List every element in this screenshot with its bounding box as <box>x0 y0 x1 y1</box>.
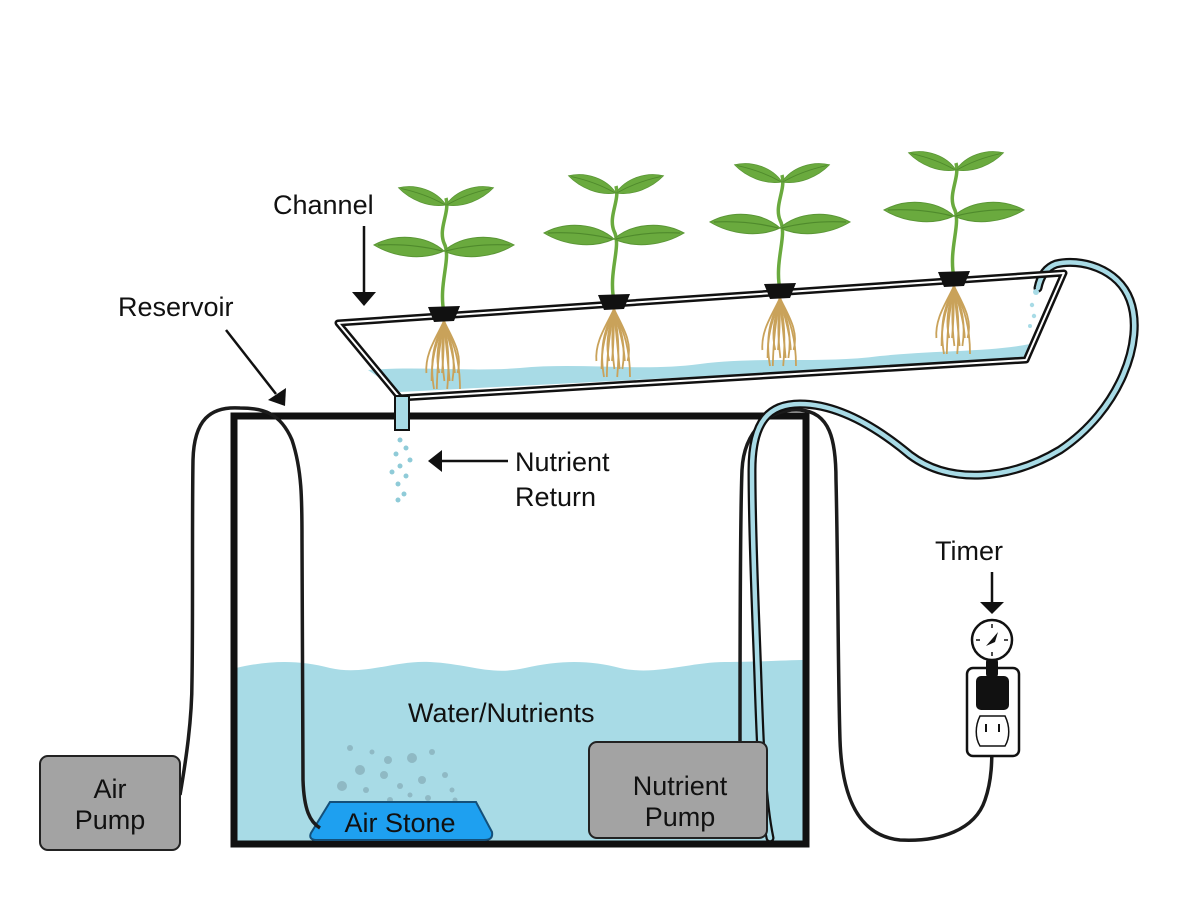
plant-leaf <box>709 213 781 235</box>
nutrient-return-label-line1: Nutrient <box>515 447 610 477</box>
air-pump-label-line1: Air <box>94 774 127 804</box>
channel-water <box>368 344 1030 392</box>
water-nutrients-label: Water/Nutrients <box>408 698 595 728</box>
nutrient-return-label-line2: Return <box>515 482 596 512</box>
net-pot-icon <box>428 306 460 322</box>
return-drips <box>389 437 413 503</box>
plant <box>543 169 685 378</box>
plant <box>373 181 515 390</box>
plant-leaf <box>883 201 955 223</box>
plant-leaf <box>953 146 1007 175</box>
reservoir-tank <box>230 412 810 848</box>
plant-leaf <box>613 224 685 246</box>
outlet-socket-icon <box>975 715 1010 747</box>
plant <box>709 158 851 367</box>
air-stone: Air Stone <box>309 801 494 841</box>
plant-leaf <box>443 236 515 258</box>
nutrient-pump-label-line1: Nutrient <box>633 771 728 801</box>
plant-leaf <box>395 181 449 210</box>
plant-stem <box>776 174 785 291</box>
nutrient-pump: Nutrient Pump <box>588 741 768 839</box>
pump-power-cord <box>738 408 994 842</box>
air-bubbles <box>337 745 458 803</box>
channel-arrow-icon <box>352 292 376 306</box>
timer-callout: Timer <box>935 536 1004 614</box>
reservoir-arrow-icon <box>268 388 286 406</box>
net-pot-icon <box>764 283 796 299</box>
plant-roots <box>761 297 797 367</box>
timer-device <box>965 618 1021 758</box>
plants <box>373 146 1025 390</box>
plant-stem <box>440 197 449 314</box>
plant-stem <box>950 162 959 279</box>
plant-leaf <box>565 169 619 198</box>
air-tube <box>178 406 321 830</box>
plant-leaf <box>543 224 615 246</box>
plant-leaf <box>373 236 445 258</box>
plant-leaf <box>443 181 497 210</box>
net-pot-icon <box>598 294 630 310</box>
reservoir-label: Reservoir <box>118 292 234 322</box>
air-pump-label-line2: Pump <box>75 805 146 835</box>
plant-roots <box>935 285 971 355</box>
supply-hose <box>747 257 1139 843</box>
inlet-drips <box>1028 289 1039 328</box>
nutrient-pump-label-line2: Pump <box>645 802 716 832</box>
timer-arrow-icon <box>980 602 1004 614</box>
plant-leaf <box>613 169 667 198</box>
channel-callout: Channel <box>273 190 376 306</box>
plant-leaf <box>905 146 959 175</box>
reservoir-callout: Reservoir <box>118 292 286 406</box>
plant-leaf <box>779 213 851 235</box>
return-pipe <box>394 395 410 431</box>
channel-label: Channel <box>273 190 374 220</box>
nutrient-return-callout: Nutrient Return <box>428 447 610 512</box>
timer-dial-icon <box>970 618 1014 662</box>
channel <box>334 269 1068 431</box>
plant-leaf <box>779 158 833 187</box>
plant-stem <box>610 185 619 302</box>
plant-roots <box>595 308 631 378</box>
timer-label: Timer <box>935 536 1003 566</box>
plant-roots <box>425 320 461 390</box>
net-pot-icon <box>938 271 970 287</box>
plant <box>883 146 1025 355</box>
plant-leaf <box>953 201 1025 223</box>
plant-leaf <box>731 158 785 187</box>
air-stone-label: Air Stone <box>344 808 455 838</box>
air-pump: Air Pump <box>39 755 181 851</box>
nutrient-return-arrow-icon <box>428 450 442 472</box>
timer-plug-icon <box>976 676 1009 710</box>
